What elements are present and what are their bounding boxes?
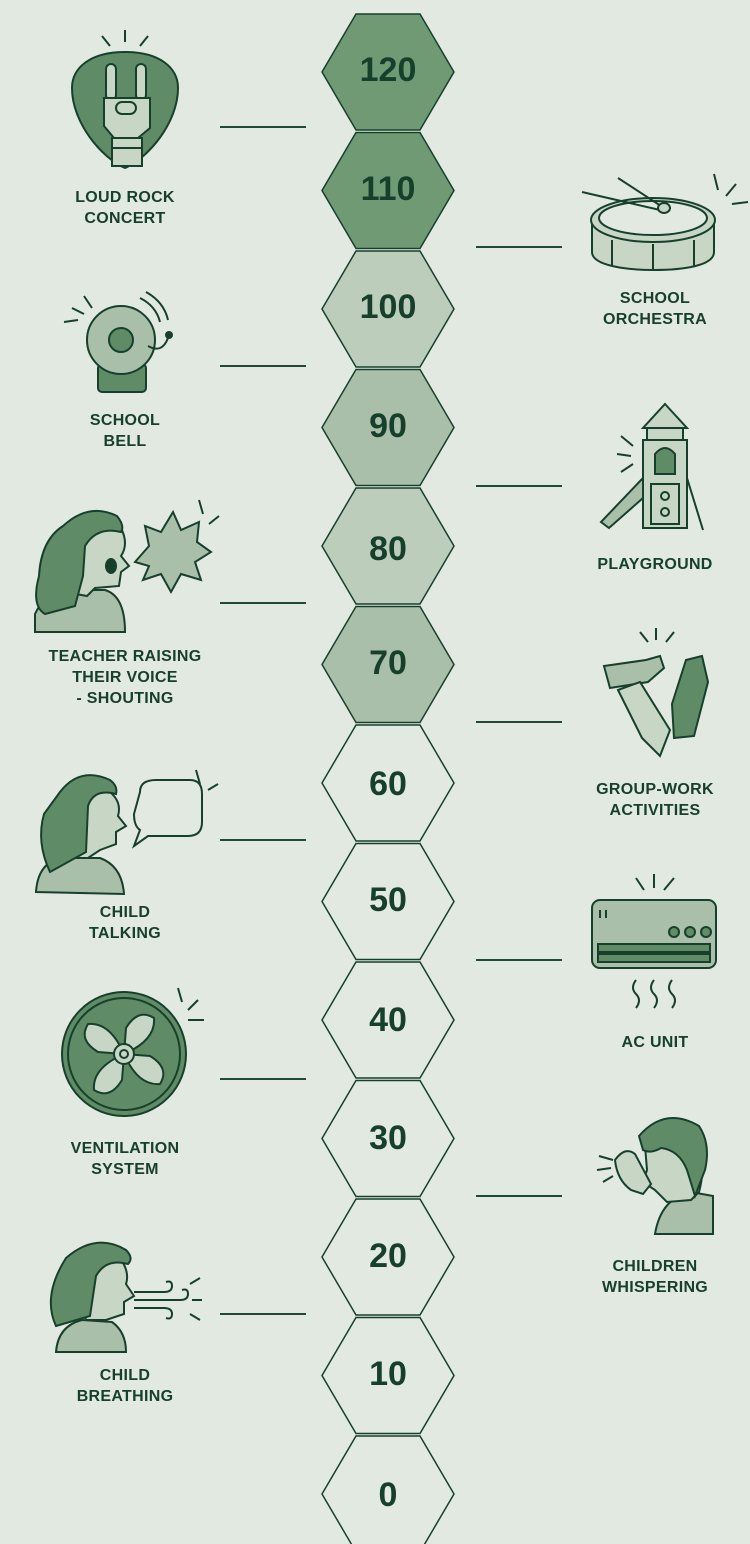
label-ventilation-system: VENTILATION SYSTEM xyxy=(70,1140,180,1178)
hexagon-100 xyxy=(321,250,455,368)
level-40: 40 xyxy=(369,1001,407,1039)
level-0: 0 xyxy=(378,1476,398,1514)
level-70: 70 xyxy=(369,644,407,682)
label-school-orchestra: SCHOOL ORCHESTRA xyxy=(602,290,708,328)
shouting-teacher-icon xyxy=(34,499,220,633)
level-90: 90 xyxy=(369,407,407,445)
air-conditioner-icon xyxy=(591,874,717,1009)
connector-rock-concert xyxy=(220,126,306,128)
label-playground: PLAYGROUND xyxy=(597,556,713,573)
connector-child-talking xyxy=(220,839,306,841)
hexagon-110 xyxy=(321,131,455,250)
hexagon-80 xyxy=(321,487,455,605)
hexagon-120 xyxy=(321,13,455,131)
hexagon-20 xyxy=(321,1198,455,1316)
label-school-bell: SCHOOL BELL xyxy=(89,412,161,450)
connector-ventilation xyxy=(220,1078,306,1080)
label-child-breathing: CHILD BREATHING xyxy=(76,1367,174,1405)
label-group-work: GROUP-WORK ACTIVITIES xyxy=(596,781,714,819)
connector-ac-unit xyxy=(476,959,562,961)
hexagon-30 xyxy=(321,1079,455,1198)
hexagon-60 xyxy=(321,724,455,842)
level-30: 30 xyxy=(369,1119,407,1157)
connector-group-work xyxy=(476,721,562,723)
level-110: 110 xyxy=(360,170,416,208)
hexagon-70 xyxy=(321,605,455,724)
level-20: 20 xyxy=(369,1237,407,1275)
hexagon-10 xyxy=(321,1316,455,1435)
level-60: 60 xyxy=(369,765,407,803)
level-50: 50 xyxy=(369,881,407,919)
playground-slide-icon xyxy=(599,402,704,531)
label-ac-unit: AC UNIT xyxy=(621,1034,689,1051)
level-100: 100 xyxy=(359,288,417,326)
whispering-child-icon xyxy=(596,1117,714,1235)
label-child-talking: CHILD TALKING xyxy=(88,904,161,942)
hexagon-40 xyxy=(321,961,455,1079)
hexagon-0 xyxy=(321,1435,455,1544)
connector-breathing xyxy=(220,1313,306,1315)
connector-playground xyxy=(476,485,562,487)
label-loud-rock-concert: LOUD ROCK CONCERT xyxy=(75,189,175,227)
label-children-whispering: CHILDREN WHISPERING xyxy=(601,1258,709,1296)
breathing-child-icon xyxy=(49,1241,202,1353)
hands-together-icon xyxy=(602,628,710,758)
bell-icon xyxy=(63,291,173,393)
label-teacher-shouting: TEACHER RAISING THEIR VOICE - SHOUTING xyxy=(48,648,202,707)
level-80: 80 xyxy=(369,530,407,568)
level-10: 10 xyxy=(369,1355,407,1393)
connector-orchestra xyxy=(476,246,562,248)
hexagon-50 xyxy=(321,842,455,961)
fan-icon xyxy=(61,987,204,1117)
drum-icon xyxy=(581,173,749,272)
connector-teacher xyxy=(220,602,306,604)
hexagon-90 xyxy=(321,368,455,487)
rock-hand-icon xyxy=(70,30,180,170)
connector-whispering xyxy=(476,1195,562,1197)
talking-child-icon xyxy=(34,769,219,896)
connector-bell xyxy=(220,365,306,367)
level-120: 120 xyxy=(359,51,417,89)
